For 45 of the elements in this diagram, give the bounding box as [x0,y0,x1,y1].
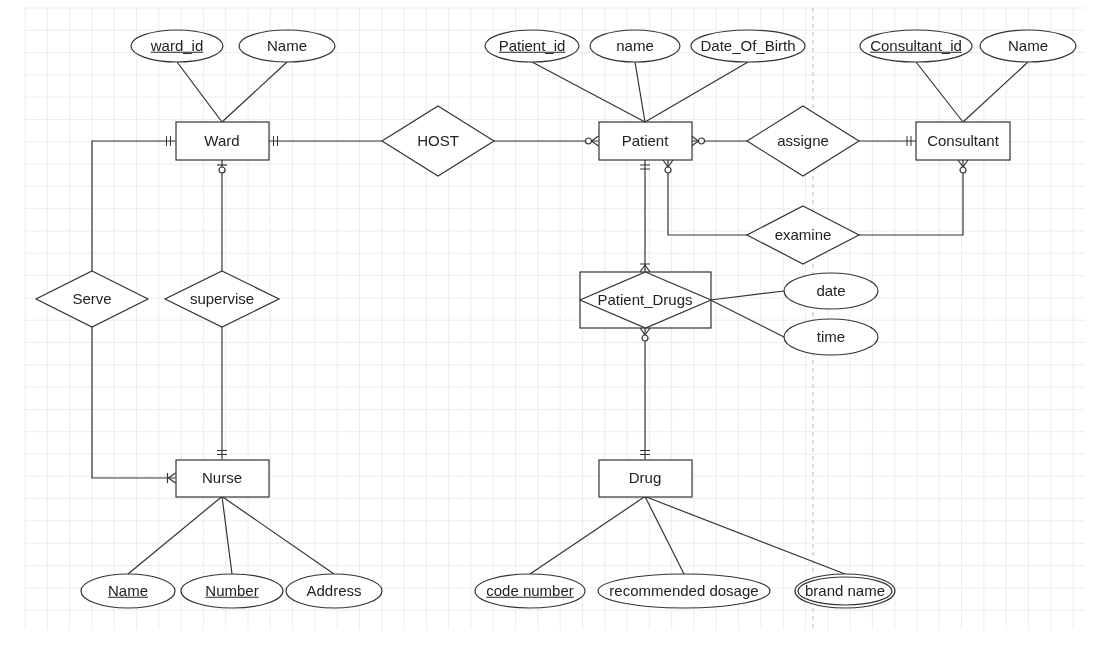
attribute-line [962,61,1029,123]
key-attribute-label: Consultant_id [870,37,962,55]
relationship-label: examine [774,226,832,244]
attribute-line [634,61,646,123]
multivalued-attribute-label: brand name [804,582,886,600]
attribute-line [529,495,646,575]
relationship-line [662,159,748,236]
attribute-line [221,495,233,575]
relationship-label: HOST [417,132,459,150]
attribute-line [644,495,685,575]
key-attribute-label: Patient_id [498,37,566,55]
associative-entity-label: Patient_Drugs [597,291,693,309]
attribute-line [531,61,646,123]
key-attribute-label: ward_id [150,37,204,55]
attribute-line [915,61,964,123]
entity-label: Nurse [202,469,242,487]
attribute-label: Name [1008,37,1048,55]
entity-label: Patient [621,132,669,150]
attribute-label: Date_Of_Birth [700,37,796,55]
key-attribute-label: code number [486,582,574,600]
relationship-line [858,159,969,236]
attribute-line [127,495,223,575]
attribute-line [221,61,288,123]
attribute-label: Address [306,582,362,600]
relationship-line [639,159,651,273]
entity-label: Drug [628,469,662,487]
relationship-line [216,159,228,272]
attribute-line [176,61,223,123]
attribute-label: date [816,282,846,300]
relationship-line [858,136,917,146]
attribute-line [221,495,335,575]
relationship-line [217,326,227,461]
relationship-label: supervise [189,290,255,308]
attribute-label: name [616,37,654,55]
relationship-label: Serve [72,290,112,308]
relationship-label: assigne [777,132,829,150]
attribute-line [644,61,749,123]
key-attribute-label: Name [108,582,148,600]
attribute-label: time [816,328,846,346]
entity-label: Consultant [927,132,999,150]
relationship-line [639,327,651,461]
attribute-label: recommended dosage [609,582,759,600]
key-attribute-label: Number [205,582,259,600]
attribute-label: Name [267,37,307,55]
entity-label: Ward [204,132,240,150]
